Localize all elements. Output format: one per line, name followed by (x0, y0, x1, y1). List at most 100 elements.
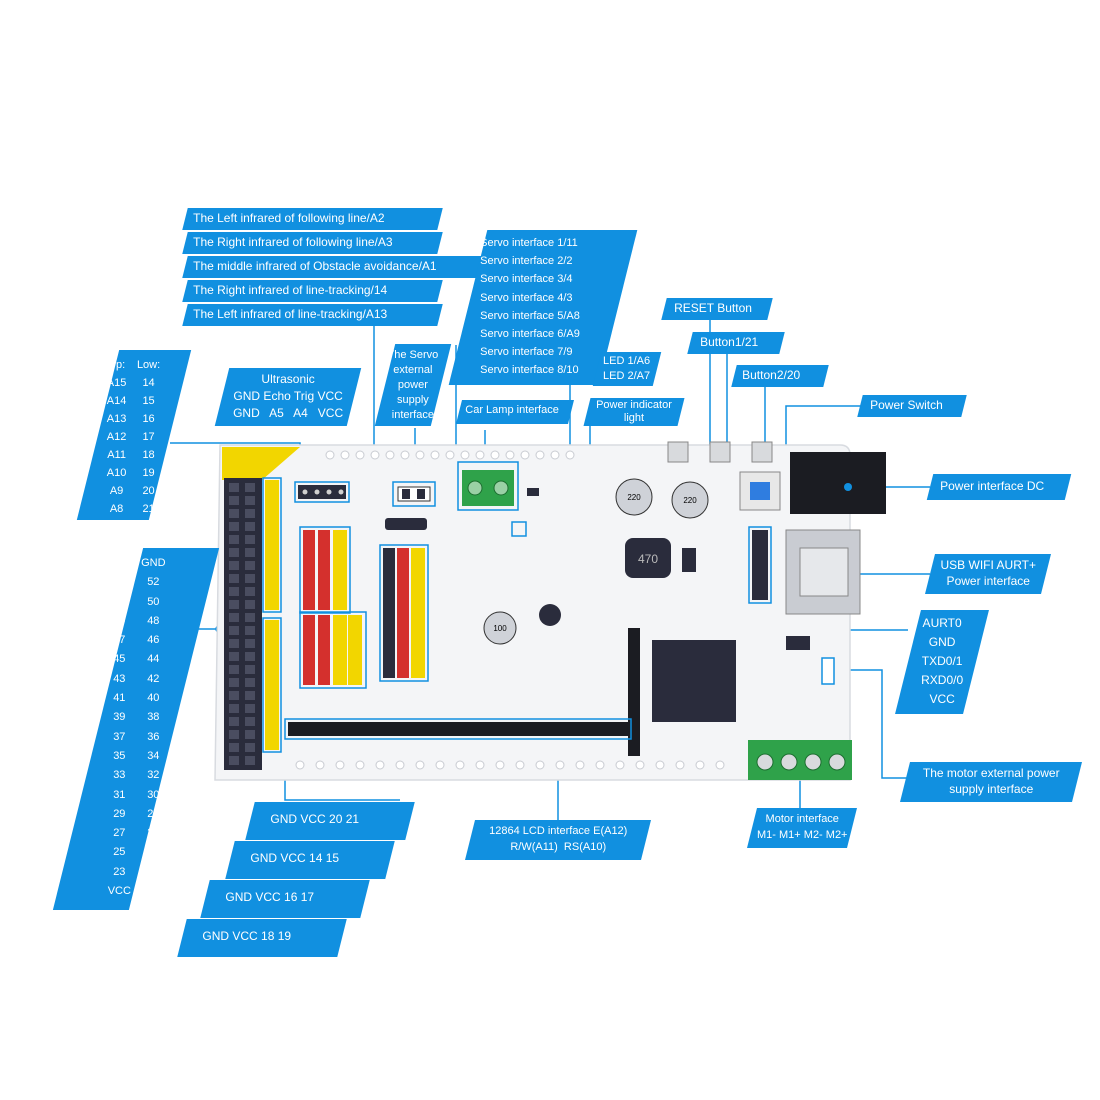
gnd-cell: 26 (147, 827, 160, 840)
highlight-servo-power (392, 481, 436, 507)
label-reset-button: RESET Button (661, 298, 773, 320)
button2-part (751, 441, 773, 463)
low-cell: 21 (142, 503, 155, 515)
highlight-uart (748, 526, 772, 604)
motor-interface-pins: M1- M1+ M2- M2+ (757, 829, 848, 841)
potentiometer (539, 604, 561, 626)
reset-button-part (667, 441, 689, 463)
header-pin (245, 756, 255, 765)
header-pin (245, 678, 255, 687)
label-lcd-interface: 12864 LCD interface E(A12) R/W(A11) RS(A… (465, 820, 651, 860)
up-cell: A8 (109, 503, 124, 515)
gnd-cell: 24 (147, 846, 160, 859)
gnd-cell: 45 (113, 653, 126, 666)
servo-item: Servo interface 5/A8 (480, 309, 580, 322)
header-pin (245, 691, 255, 700)
highlight-servo-right (379, 544, 429, 682)
up-cell: A15 (106, 377, 127, 389)
highlight-servo-left-bottom (299, 611, 367, 689)
header-pin (229, 548, 239, 557)
label-motor-interface: Motor interface M1- M1+ M2- M2+ (747, 808, 857, 848)
gnd-cell: 23 (113, 865, 126, 878)
label-power-indicator: Power indicator light (583, 398, 685, 426)
header-pin (229, 483, 239, 492)
label-middle-infrared-obstacle: The middle infrared of Obstacle avoidanc… (182, 256, 491, 278)
servo-power-line: interface (391, 409, 434, 421)
header-pin (245, 561, 255, 570)
lcd-header-vertical (628, 628, 640, 756)
capacitor-3: 100 (483, 611, 517, 645)
label-gnd-vcc-14-15: GND VCC 14 15 (225, 841, 395, 879)
ultrasonic-title: Ultrasonic (261, 372, 315, 386)
gnd-cell: GND (107, 557, 132, 569)
top-pin-holes (325, 450, 575, 460)
header-pin (245, 574, 255, 583)
label-left-infrared-tracking: The Left infrared of line-tracking/A13 (182, 304, 443, 326)
gnd-cell: 25 (113, 846, 126, 859)
gnd-cell: 49 (113, 614, 126, 627)
servo-power-line: power (397, 379, 428, 391)
servo-item: Servo interface 8/10 (480, 364, 579, 377)
header-pin (245, 535, 255, 544)
servo-pin-block-right (383, 548, 425, 678)
usb-wifi-line: Power interface (946, 574, 1030, 588)
led-1: LED 1/A6 (603, 355, 651, 367)
gnd-left-column: GND 53 51 49 47 45 43 41 39 37 35 33 31 … (107, 554, 131, 901)
header-pin (229, 600, 239, 609)
header-pin (229, 535, 239, 544)
header-pin (245, 639, 255, 648)
label-motor-external-power: The motor external power supply interfac… (900, 762, 1082, 802)
gnd-cell: VCC (141, 885, 165, 898)
gnd-cell: 40 (147, 692, 160, 705)
yellow-corner (222, 447, 300, 480)
gnd-cell: 53 (113, 576, 126, 589)
header-pin (229, 704, 239, 713)
label-power-interface-dc: Power interface DC (926, 474, 1072, 500)
header-pin (245, 743, 255, 752)
header-pin (229, 509, 239, 518)
header-pin (245, 522, 255, 531)
low-cell: 14 (142, 377, 155, 389)
highlight-car-lamp (457, 461, 519, 511)
gnd-cell: 38 (147, 711, 160, 724)
header-pin (229, 587, 239, 596)
gnd-cell: 35 (113, 749, 126, 762)
header-pin (245, 704, 255, 713)
up-cell: A13 (106, 413, 127, 425)
gnd-cell: 31 (113, 788, 126, 801)
gnd-cell: 51 (113, 595, 126, 608)
motor-power-jumper (821, 657, 835, 685)
header-pin (245, 496, 255, 505)
led-2: LED 2/A7 (603, 370, 651, 382)
header-pin (229, 561, 239, 570)
gnd-cell: 48 (147, 614, 160, 627)
up-cell: A11 (107, 449, 126, 461)
servo-item: Servo interface 7/9 (480, 346, 573, 359)
highlight-lcd (284, 718, 632, 740)
gnd-cell: 47 (113, 634, 126, 647)
header-pin (245, 548, 255, 557)
header-pin (229, 574, 239, 583)
left-double-header (224, 478, 262, 770)
header-pin (229, 665, 239, 674)
highlight-side-lower (262, 617, 282, 753)
low-header: Low: (136, 359, 161, 371)
gnd-cell: VCC (107, 885, 131, 898)
servo-pin-block-left (303, 530, 362, 685)
up-cell: A10 (106, 467, 127, 479)
header-pin (229, 678, 239, 687)
label-left-infrared-following: The Left infrared of following line/A2 (182, 208, 443, 230)
gnd-cell: 41 (113, 692, 126, 705)
uart-header (752, 530, 768, 600)
low-column: Low: 14 15 16 17 18 19 20 21 (137, 356, 160, 518)
servo-power-line: external (393, 364, 433, 376)
uart-line: TXD0/1 (921, 654, 963, 668)
yellow-side-header-lower (265, 620, 279, 750)
motor-driver-ic (652, 640, 736, 722)
header-pin (229, 756, 239, 765)
servo-power-line: The Servo (387, 349, 439, 361)
ultrasonic-pins: GND Echo Trig VCC (233, 389, 343, 403)
dc-jack (790, 452, 886, 514)
ultrasonic-mapping: GND A5 A4 VCC (233, 406, 344, 420)
